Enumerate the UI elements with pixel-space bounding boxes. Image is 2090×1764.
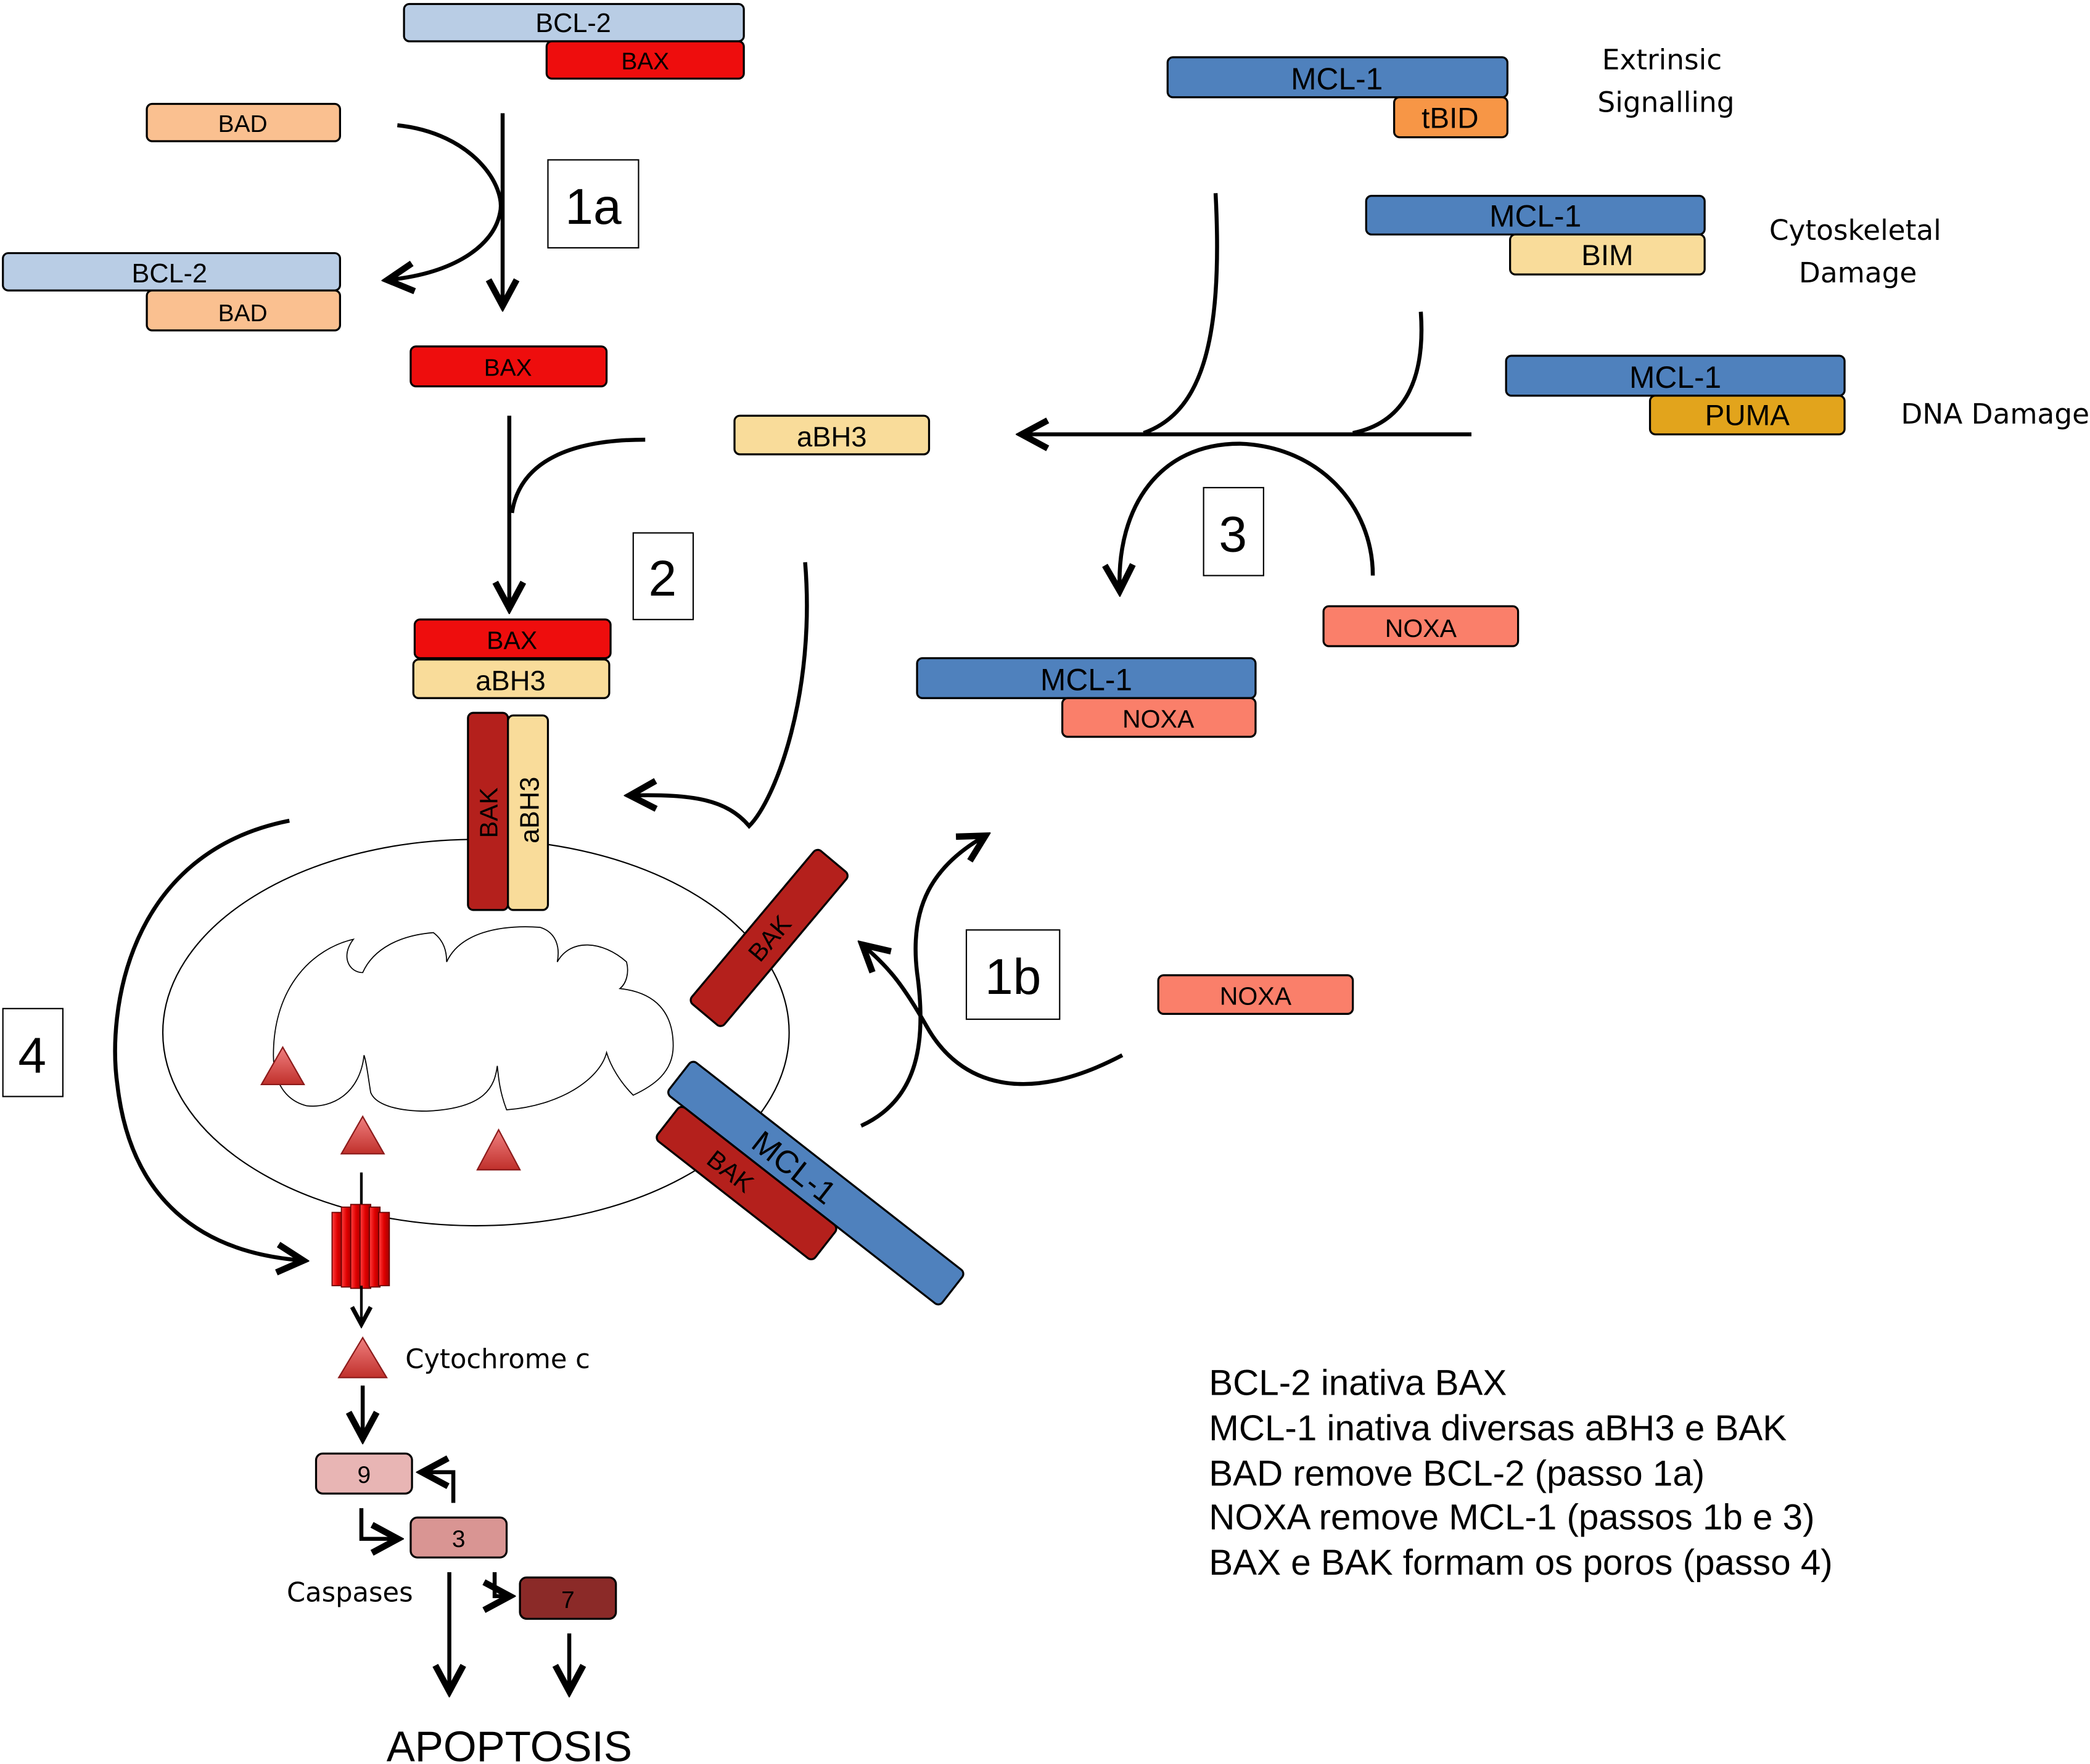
cytochrome-c-triangle [260, 1046, 305, 1086]
step1a-box [547, 159, 640, 249]
abh3-free-label: aBH3 [797, 421, 866, 453]
tbid-box [1393, 96, 1508, 139]
step1b-noxa-arrow [864, 946, 1124, 1086]
caspases-label: Caspases [287, 1577, 413, 1608]
bax-top-box [545, 40, 745, 80]
pore-channel [331, 1172, 390, 1323]
step4-label: 4 [18, 1028, 46, 1084]
cytoskeletal-curve [1352, 311, 1424, 435]
legend: BCL-2 inativa BAX MCL-1 inativa diversas… [1209, 1363, 1832, 1583]
apoptosis-label: APOPTOSIS [387, 1723, 632, 1764]
cytoskeletal-damage-line1: Cytoskeletal [1769, 214, 1941, 247]
step3-label: 3 [1219, 507, 1247, 563]
step2-box [632, 532, 694, 620]
legend-line-5: BAX e BAK formam os poros (passo 4) [1209, 1543, 1832, 1583]
tbid-label: tBID [1421, 102, 1478, 134]
mcl1-tbid-label: MCL-1 [1291, 62, 1383, 96]
legend-line-4: NOXA remove MCL-1 (passos 1b e 3) [1209, 1498, 1814, 1538]
cytochrome-c-triangle [340, 1115, 385, 1155]
abh3-free-box [733, 414, 931, 456]
bcl2-top-label: BCL-2 [535, 9, 611, 38]
noxa-free-upper-label: NOXA [1385, 614, 1457, 642]
step1a-bad-arrow [389, 123, 503, 280]
bad-complex-box [146, 289, 342, 332]
puma-box [1648, 395, 1846, 436]
puma-label: PUMA [1705, 399, 1790, 432]
mcl1-puma-label: MCL-1 [1629, 360, 1721, 395]
caspase-3-label: 3 [452, 1526, 466, 1553]
bax-top-label: BAX [621, 48, 669, 75]
abh3-bound-label: aBH3 [475, 665, 545, 696]
legend-line-2: MCL-1 inativa diversas aBH3 e BAK [1209, 1408, 1787, 1448]
noxa-free-upper-box [1322, 605, 1520, 647]
bax-free-box [409, 345, 608, 388]
bcl2-complex-label: BCL-2 [132, 259, 207, 289]
step1b-label: 1b [985, 949, 1041, 1005]
bim-label: BIM [1581, 239, 1633, 272]
extrinsic-signalling-line2: Signalling [1597, 86, 1734, 119]
abh3-vertical-box [507, 714, 549, 911]
mcl1-bim-label: MCL-1 [1489, 199, 1581, 233]
caspase-9-box [315, 1452, 413, 1495]
caspase-9-label: 9 [357, 1462, 371, 1488]
bak-membrane-group: BAK [689, 848, 849, 1027]
step1b-release-arrow [860, 837, 984, 1128]
step2-label: 2 [648, 551, 677, 607]
cytochrome-c-triangle [476, 1128, 521, 1171]
bak-membrane-box [689, 848, 849, 1027]
legend-line-1: BCL-2 inativa BAX [1209, 1363, 1507, 1403]
bax-bound-box [413, 618, 612, 660]
bcl2-bad-complex: BCL-2 BAD [2, 252, 342, 332]
casp3-to-casp9-feedback-arrow [424, 1472, 456, 1503]
legend-line-3: BAD remove BCL-2 (passo 1a) [1209, 1453, 1705, 1493]
caspase-3-box [409, 1516, 508, 1559]
abh3-vertical-label: aBH3 [515, 777, 545, 843]
casp9-to-casp3-arrow [359, 1508, 396, 1539]
noxa-complex-box [1061, 697, 1257, 738]
step2-abh3-curve [509, 437, 646, 514]
noxa-free-lower-label: NOXA [1220, 982, 1292, 1010]
bad-free-label: BAD [218, 111, 268, 137]
bax-bound-label: BAX [487, 626, 537, 654]
bad-free-box [146, 102, 342, 142]
step3-box [1203, 486, 1264, 576]
cytoskeletal-damage-line2: Damage [1799, 256, 1917, 289]
extrinsic-curve [1143, 193, 1219, 435]
caspase-7-box [519, 1576, 617, 1620]
bak-vertical-label: BAK [474, 787, 503, 838]
extrinsic-signalling-line1: Extrinsic [1602, 43, 1722, 76]
cytochrome-c-released-triangle [337, 1336, 388, 1379]
bim-box [1509, 233, 1706, 276]
step1a-label: 1a [565, 179, 622, 235]
bax-free-label: BAX [484, 355, 532, 381]
step4-box [2, 1007, 64, 1097]
casp3-to-casp7-arrow [495, 1572, 508, 1596]
bad-complex-label: BAD [218, 300, 268, 327]
abh3-to-bak-arrow [632, 562, 809, 829]
noxa-free-lower-box [1157, 974, 1354, 1015]
cytochrome-c-label: Cytochrome c [405, 1344, 590, 1375]
mcl1-noxa-label: MCL-1 [1040, 662, 1132, 697]
mitochondrion-inner-membrane [273, 926, 674, 1112]
step3-arrow [1119, 441, 1375, 589]
dna-damage-label: DNA Damage [1901, 398, 2089, 430]
caspase-7-label: 7 [561, 1587, 575, 1614]
bcl2-bax-complex: BCL-2 BAX [403, 2, 745, 80]
mcl1-tbid-box [1166, 56, 1508, 99]
bak-mcl1-box [656, 1106, 837, 1261]
noxa-complex-label: NOXA [1122, 705, 1195, 733]
step4-arrow [113, 818, 302, 1260]
step1b-box [965, 929, 1061, 1020]
abh3-bound-box [412, 658, 611, 699]
